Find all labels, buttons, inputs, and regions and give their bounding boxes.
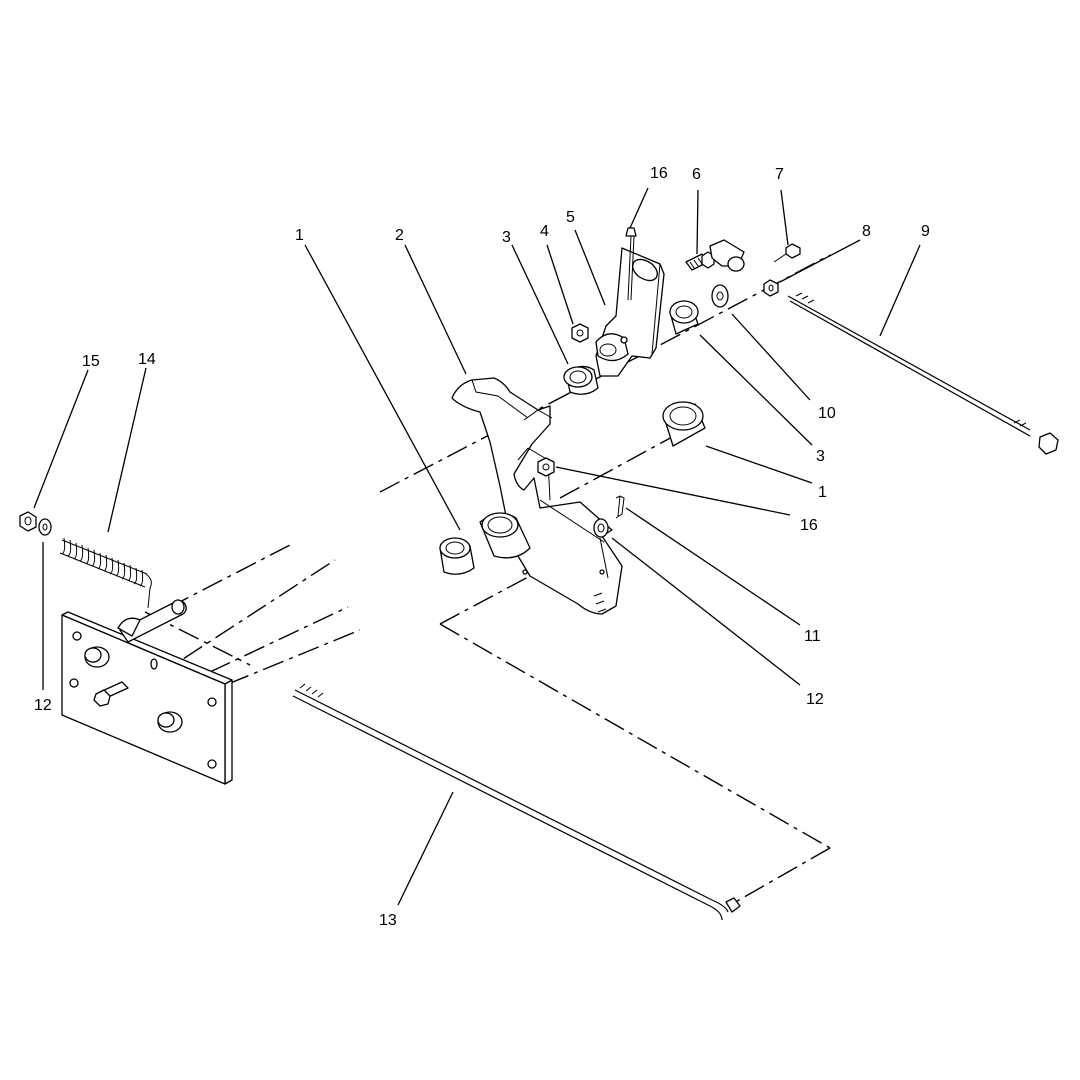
callout-16-lower: 16 <box>800 517 818 534</box>
assembly-axes <box>119 254 831 905</box>
callout-labels: 1 2 3 4 5 16 6 7 8 9 10 3 1 16 11 12 15 … <box>34 165 930 929</box>
washer-12-right <box>593 518 609 538</box>
nut-16-lower <box>537 457 555 477</box>
washer-10 <box>711 284 729 308</box>
callout-1-upper: 1 <box>295 227 304 244</box>
callout-7: 7 <box>775 166 784 183</box>
callout-15: 15 <box>82 353 100 370</box>
bushing-3-right <box>669 300 699 335</box>
bushing-1-lower <box>479 512 531 559</box>
nut-8 <box>763 279 779 297</box>
callout-6: 6 <box>692 166 701 183</box>
cotter-pin-11 <box>615 495 625 519</box>
callout-2: 2 <box>395 227 404 244</box>
lever-5 <box>595 247 665 377</box>
swivel-block <box>709 239 745 272</box>
callout-16-upper: 16 <box>650 165 668 182</box>
spacer-3-left <box>563 365 599 395</box>
callout-3-lower: 3 <box>816 448 825 465</box>
callout-5: 5 <box>566 209 575 226</box>
callout-1-lower: 1 <box>818 484 827 501</box>
bushing-1-right <box>662 401 706 447</box>
callout-3-upper: 3 <box>502 229 511 246</box>
washer-12-left <box>38 518 52 536</box>
screw-16-upper <box>625 227 637 301</box>
callout-13: 13 <box>379 912 397 929</box>
callout-14: 14 <box>138 351 156 368</box>
bolt-7 <box>773 243 801 263</box>
pivot-shaft <box>117 599 187 643</box>
rod-9 <box>787 292 1059 455</box>
callout-12-left: 12 <box>34 697 52 714</box>
nut-4 <box>571 323 589 343</box>
callout-8: 8 <box>862 223 871 240</box>
callout-11: 11 <box>804 628 821 645</box>
leader-lines <box>33 187 921 906</box>
bushing-1-left <box>439 537 475 575</box>
bellcrank-2 <box>451 377 623 615</box>
callout-4: 4 <box>540 223 549 240</box>
nut-15 <box>19 511 37 532</box>
stud-6 <box>685 251 715 271</box>
spring-14 <box>59 537 152 609</box>
callout-10: 10 <box>818 405 836 422</box>
rod-13 <box>292 683 741 921</box>
mounting-plate <box>61 611 233 785</box>
callout-12-right: 12 <box>806 691 824 708</box>
callout-9: 9 <box>921 223 930 240</box>
